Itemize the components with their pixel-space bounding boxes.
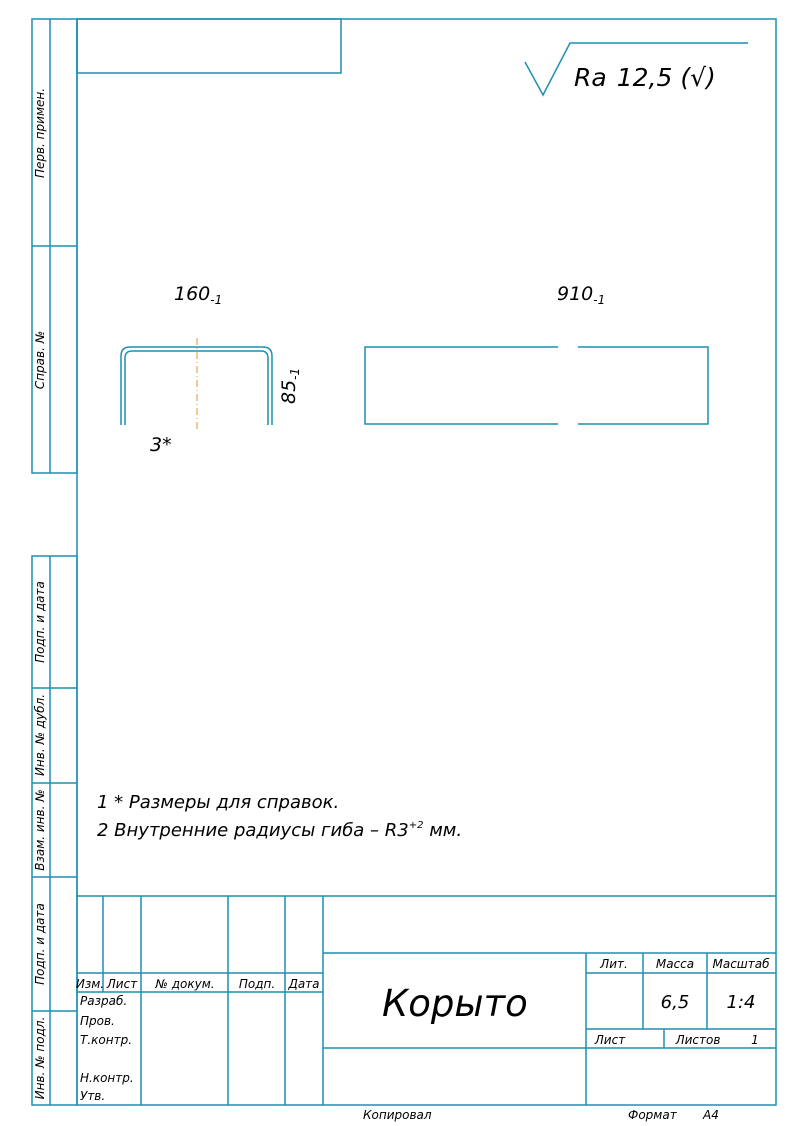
header-list: Лист — [106, 977, 138, 991]
role-prov: Пров. — [80, 1014, 115, 1028]
listov-label: Листов — [675, 1033, 721, 1047]
dim-length-tol: -1 — [593, 293, 605, 307]
massa-value: 6,5 — [661, 992, 690, 1013]
side-label-vzam-inv: Взам. инв. № — [33, 789, 47, 870]
top-view-right-part — [578, 346, 709, 425]
thickness-label: 3* — [150, 434, 172, 456]
channel-section-outer — [120, 346, 273, 425]
header-data: Дата — [287, 977, 319, 991]
top-view-left-part — [364, 346, 558, 425]
note-2: 2 Внутренние радиусы гиба – R3+2 мм. — [97, 820, 462, 841]
role-tkontr: Т.контр. — [80, 1033, 132, 1047]
dim-width-tol: -1 — [210, 293, 222, 307]
footer-kopiroval: Копировал — [363, 1108, 432, 1122]
roughness-suffix: (√) — [680, 63, 715, 92]
footer-format-value: A4 — [702, 1108, 719, 1122]
role-utv: Утв. — [80, 1089, 105, 1103]
list-label: Лист — [594, 1033, 626, 1047]
side-label-perv-primen: Перв. примен. — [33, 88, 47, 178]
roughness-symbol — [524, 42, 748, 97]
side-label-inv-podl: Инв. № подл. — [33, 1017, 47, 1100]
dim-height: 85-1 — [278, 368, 302, 404]
masshtab-value: 1:4 — [727, 992, 756, 1013]
dim-width: 160-1 — [174, 283, 222, 307]
roughness-label: Ra — [574, 63, 607, 92]
dim-length: 910-1 — [557, 283, 605, 307]
roughness-value: 12,5 — [617, 63, 673, 92]
dim-height-tol: -1 — [288, 368, 302, 380]
lit-label: Лит. — [599, 957, 628, 971]
header-podp: Подп. — [239, 977, 275, 991]
listov-value: 1 — [751, 1033, 759, 1047]
note-2-tol: +2 — [409, 820, 424, 831]
part-name: Корыто — [382, 982, 528, 1025]
role-razrab: Разраб. — [80, 994, 127, 1008]
side-strip-bottom — [31, 555, 78, 1106]
footer-format-label: Формат — [628, 1108, 678, 1122]
side-label-inv-dubl: Инв. № дубл. — [33, 694, 47, 776]
role-nkontr: Н.контр. — [80, 1071, 134, 1085]
channel-section-inner — [124, 350, 269, 425]
massa-label: Масса — [656, 957, 694, 971]
header-dokum: № докум. — [154, 977, 214, 991]
side-label-sprav-no: Справ. № — [33, 331, 47, 389]
main-frame — [76, 18, 777, 1106]
side-label-podp-data-1: Подп. и дата — [33, 581, 47, 663]
masshtab-label: Масштаб — [712, 957, 770, 971]
header-izm: Изм. — [76, 977, 104, 991]
side-label-podp-data-2: Подп. и дата — [33, 903, 47, 985]
top-left-stamp-box — [76, 18, 342, 74]
note-1: 1 * Размеры для справок. — [97, 792, 339, 813]
roughness-text: Ra 12,5(√) — [574, 63, 716, 92]
